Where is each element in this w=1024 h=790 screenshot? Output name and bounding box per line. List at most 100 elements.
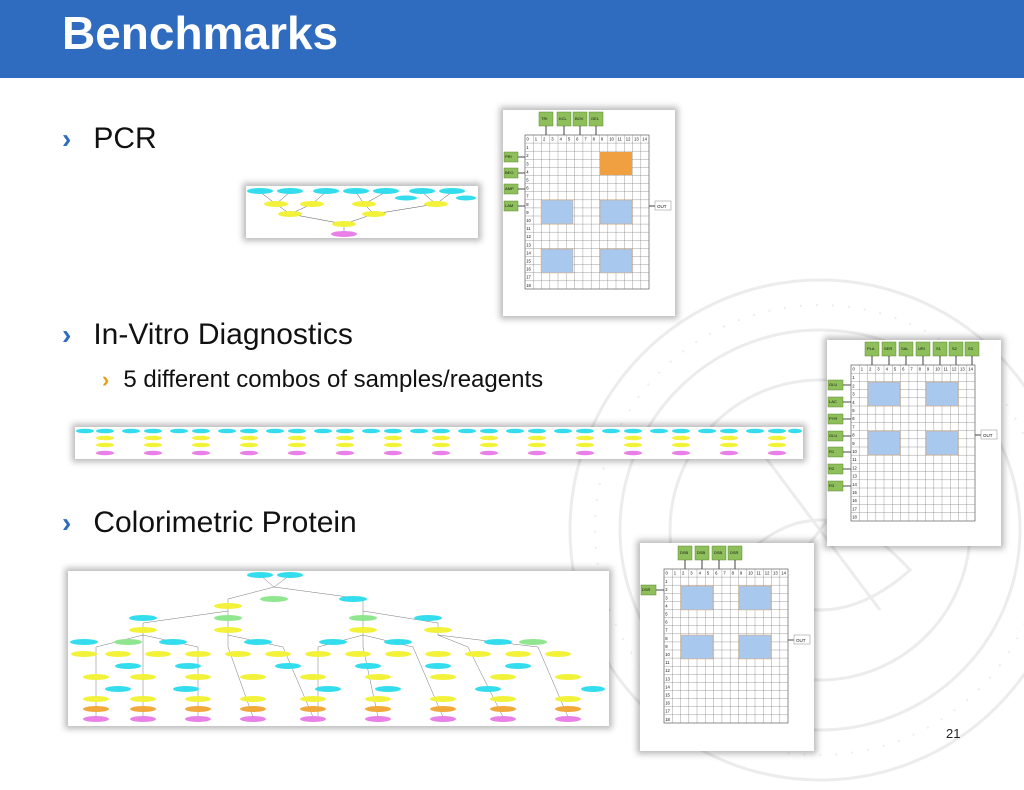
bullet-text: In-Vitro Diagnostics xyxy=(93,318,353,351)
grid-column-label: 6 xyxy=(576,137,579,142)
grid-row-label: 4 xyxy=(665,603,668,608)
grid-row-label: 5 xyxy=(526,178,529,183)
grid-row-label: 14 xyxy=(526,250,531,255)
page-number: 21 xyxy=(946,726,961,741)
bullet-text: PCR xyxy=(93,122,157,155)
ivd-grid-svg: PLA SER SAL URI S1 S2 S3 GLU LAC PYR GLU… xyxy=(827,341,998,522)
colorimetric-top-input: DSB xyxy=(680,550,689,555)
grid-column-label: 10 xyxy=(748,571,753,576)
ivd-top-input: SAL xyxy=(901,346,909,351)
ivd-top-input: S1 xyxy=(936,346,942,351)
grid-row-label: 15 xyxy=(852,490,857,495)
grid-row-label: 12 xyxy=(526,234,531,239)
grid-row-label: 1 xyxy=(852,375,855,380)
colorimetric-left-input: DSR xyxy=(642,587,651,592)
ivd-left-input: R2 xyxy=(829,466,835,471)
ivd-top-input: PLA xyxy=(867,346,875,351)
bullet-pcr: › PCR xyxy=(62,122,157,156)
bullet-text: Colorimetric Protein xyxy=(93,506,357,539)
pcr-output-label: OUT xyxy=(657,204,667,209)
grid-column-label: 9 xyxy=(740,571,743,576)
grid-row-label: 18 xyxy=(665,717,670,722)
grid-column-label: 13 xyxy=(960,367,965,372)
pcr-top-input: GEL xyxy=(591,116,600,121)
grid-column-label: 7 xyxy=(723,571,726,576)
grid-row-label: 13 xyxy=(852,474,857,479)
colorimetric-graph-svg xyxy=(70,572,605,722)
grid-column-label: 7 xyxy=(910,367,913,372)
grid-row-label: 4 xyxy=(526,169,529,174)
grid-row-label: 18 xyxy=(526,283,531,288)
colorimetric-assay-graph xyxy=(68,571,609,726)
ivd-left-input: R3 xyxy=(829,483,835,488)
ivd-left-input: R1 xyxy=(829,449,835,454)
grid-column-label: 1 xyxy=(535,137,538,142)
ivd-left-input: LAC xyxy=(829,399,837,404)
ivd-output-label: OUT xyxy=(983,433,993,438)
grid-column-label: 5 xyxy=(568,137,571,142)
grid-column-label: 13 xyxy=(773,571,778,576)
ivd-array-grid: PLA SER SAL URI S1 S2 S3 GLU LAC PYR GLU… xyxy=(827,340,1001,546)
pcr-left-input: BEO xyxy=(505,170,513,175)
pcr-assay-graph xyxy=(246,186,478,238)
grid-row-label: 9 xyxy=(852,441,855,446)
grid-row-label: 8 xyxy=(852,433,855,438)
grid-row-label: 6 xyxy=(852,416,855,421)
ivd-assay-graph xyxy=(75,427,803,459)
colorimetric-top-input: DSR xyxy=(730,550,739,555)
chevron-right-icon: › xyxy=(62,507,72,538)
grid-row-label: 7 xyxy=(665,628,668,633)
ivd-left-input: GLU xyxy=(829,433,837,438)
grid-row-label: 17 xyxy=(526,275,531,280)
grid-row-label: 12 xyxy=(665,668,670,673)
grid-column-label: 8 xyxy=(732,571,735,576)
grid-column-label: 14 xyxy=(781,571,786,576)
grid-column-label: 1 xyxy=(861,367,864,372)
grid-row-label: 5 xyxy=(665,612,668,617)
grid-row-label: 17 xyxy=(852,506,857,511)
pcr-left-input: AMP xyxy=(505,186,514,191)
ivd-left-input: PYR xyxy=(829,416,837,421)
grid-row-label: 16 xyxy=(526,267,531,272)
grid-column-label: 6 xyxy=(715,571,718,576)
pcr-left-input: PRI xyxy=(505,154,512,159)
grid-column-label: 2 xyxy=(682,571,685,576)
grid-row-label: 14 xyxy=(852,482,857,487)
grid-row-label: 13 xyxy=(665,676,670,681)
grid-column-label: 11 xyxy=(943,367,948,372)
grid-row-label: 8 xyxy=(665,636,668,641)
sub-bullet-combos: › 5 different combos of samples/reagents xyxy=(102,366,543,394)
grid-row-label: 2 xyxy=(526,153,529,158)
grid-column-label: 3 xyxy=(877,367,880,372)
bullet-colorimetric: › Colorimetric Protein xyxy=(62,506,357,540)
grid-column-label: 4 xyxy=(699,571,702,576)
ivd-top-input: S3 xyxy=(968,346,974,351)
grid-column-label: 3 xyxy=(690,571,693,576)
grid-row-label: 9 xyxy=(526,210,529,215)
ivd-graph-svg xyxy=(76,428,802,456)
grid-row-label: 7 xyxy=(526,194,529,199)
grid-row-label: 2 xyxy=(665,587,668,592)
grid-row-label: 16 xyxy=(852,498,857,503)
grid-column-label: 4 xyxy=(886,367,889,372)
grid-row-label: 10 xyxy=(665,652,670,657)
grid-column-label: 0 xyxy=(666,571,669,576)
ivd-left-input: GLU xyxy=(829,382,837,387)
grid-row-label: 7 xyxy=(852,424,855,429)
grid-column-label: 9 xyxy=(601,137,604,142)
grid-column-label: 2 xyxy=(543,137,546,142)
pcr-graph-svg xyxy=(247,188,476,237)
ivd-top-input: SER xyxy=(884,346,892,351)
pcr-left-input: LAM xyxy=(505,203,513,208)
grid-row-label: 9 xyxy=(665,644,668,649)
grid-column-label: 6 xyxy=(902,367,905,372)
grid-row-label: 1 xyxy=(665,579,668,584)
grid-row-label: 11 xyxy=(665,660,670,665)
title-bar xyxy=(0,0,1024,78)
grid-row-label: 16 xyxy=(665,701,670,706)
grid-row-label: 15 xyxy=(665,693,670,698)
